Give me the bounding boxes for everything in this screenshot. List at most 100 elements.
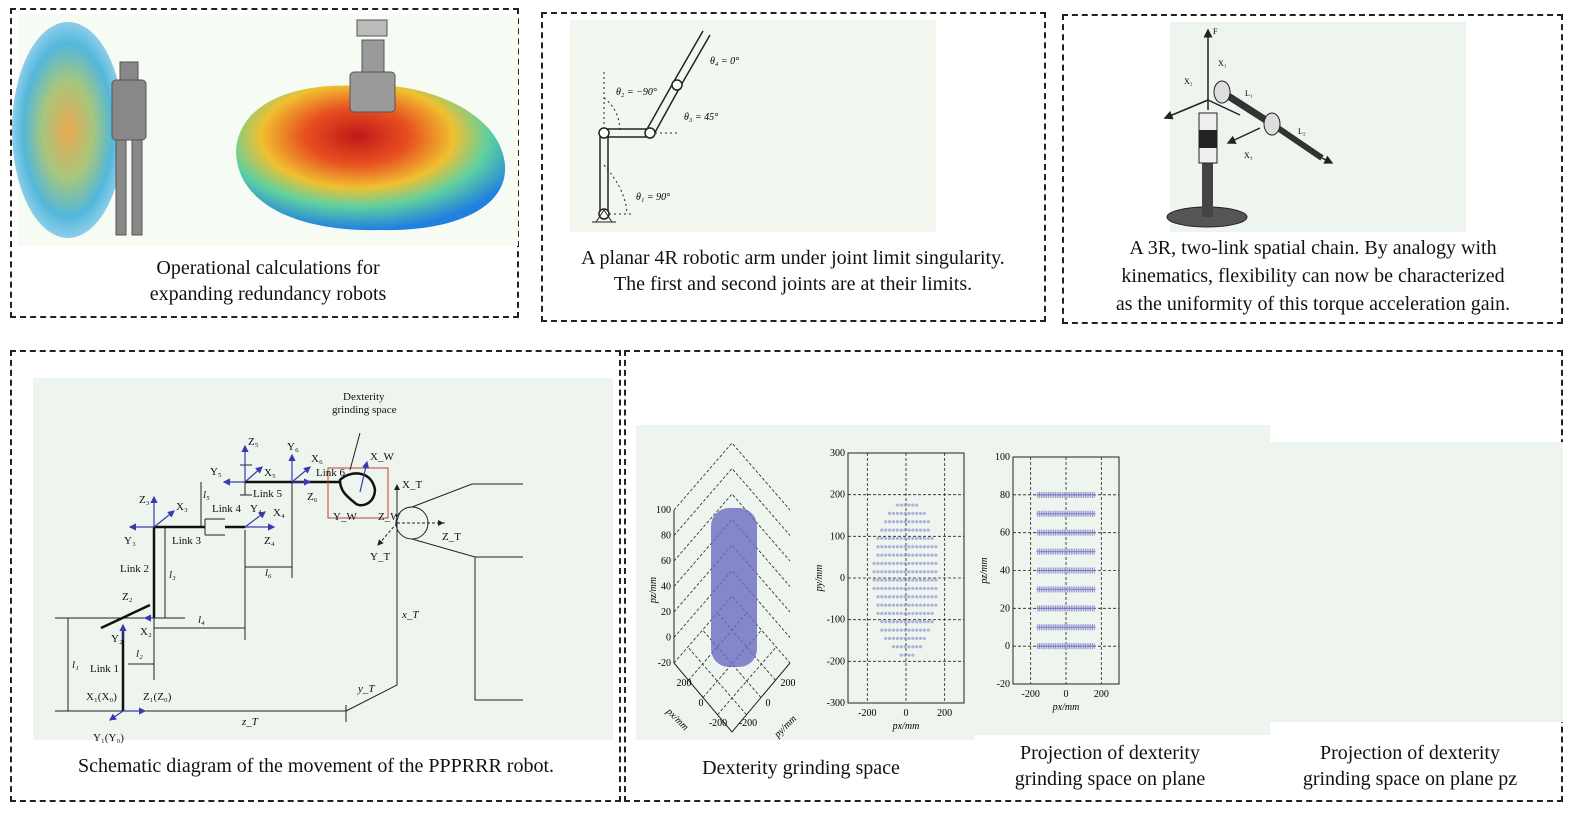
data-point	[880, 545, 884, 549]
data-point	[911, 595, 915, 599]
data-point	[891, 611, 896, 616]
z-tick-label: 40	[661, 582, 671, 593]
data-point	[903, 561, 907, 566]
data-point	[895, 520, 899, 524]
caption-line: Projection of dexterity	[1320, 742, 1500, 764]
data-point	[930, 545, 934, 549]
data-point	[884, 595, 888, 599]
l6-label: l₆	[265, 567, 272, 579]
data-point	[899, 536, 903, 541]
xT-label: x_T	[401, 609, 419, 621]
panel-ppprrr	[10, 350, 621, 802]
floor-axes	[673, 662, 791, 733]
data-point	[934, 586, 938, 591]
data-point	[911, 561, 915, 566]
grinding-space-label: grinding space	[332, 404, 397, 416]
caption-planar-4r: A planar 4R robotic arm under joint limi…	[543, 245, 1043, 297]
data-point	[918, 603, 923, 607]
y-tick-label: 300	[830, 448, 845, 459]
link3-label: Link 3	[172, 535, 202, 547]
data-point	[887, 528, 892, 532]
data-point	[895, 561, 899, 566]
data-point	[922, 545, 926, 549]
data-point	[918, 628, 923, 632]
data-point	[922, 611, 926, 616]
data-point	[926, 553, 930, 557]
data-point	[876, 611, 880, 616]
data-point	[899, 636, 903, 641]
F-label: F	[1213, 27, 1218, 36]
x-tick-label: -200	[1021, 689, 1039, 700]
y-tick-label: 0	[1005, 641, 1010, 652]
data-point	[903, 553, 907, 557]
data-point	[895, 603, 899, 607]
data-point	[903, 520, 907, 524]
robot-icon	[111, 61, 147, 236]
data-point	[876, 561, 880, 566]
data-point	[880, 528, 884, 532]
data-point	[915, 603, 919, 607]
data-point	[915, 578, 919, 582]
y-tick-label: 40	[1000, 566, 1010, 577]
data-point	[907, 636, 911, 641]
data-point	[880, 595, 884, 599]
data-point	[903, 620, 907, 624]
data-point	[918, 595, 923, 599]
data-point	[887, 570, 892, 574]
data-point	[926, 586, 930, 591]
data-point	[880, 628, 884, 632]
YT-label: Y_T	[370, 551, 390, 563]
caption-spatial-3r: A 3R, two-link spatial chain. By analogy…	[1063, 234, 1563, 318]
caption-proj-xy: Projection of dexterity grinding space o…	[960, 740, 1260, 792]
theta4-label: θ₄ = 0°	[710, 56, 739, 67]
y-tick-label: 0	[766, 698, 771, 709]
data-point	[911, 511, 915, 516]
z-tick-label: 80	[661, 531, 671, 542]
data-point	[884, 611, 888, 616]
data-point	[907, 536, 911, 541]
x-tick-label: 200	[1094, 689, 1109, 700]
data-point	[918, 645, 923, 649]
data-point	[884, 520, 888, 524]
data-point	[891, 511, 896, 516]
data-point	[918, 636, 923, 641]
data-point	[891, 620, 896, 624]
grid-line-z	[673, 544, 791, 613]
data-point	[899, 578, 903, 582]
Z4-label: Z₄	[264, 535, 275, 547]
XW-label: X_W	[370, 451, 394, 463]
data-point	[895, 570, 899, 574]
link-1	[599, 133, 609, 214]
data-point	[895, 645, 899, 649]
data-point	[876, 578, 880, 582]
l5-label: l₅	[203, 489, 210, 501]
data-point	[930, 603, 934, 607]
Y3-label: Y₃	[124, 535, 136, 547]
data-point	[915, 528, 919, 532]
x-tick-label: 0	[904, 708, 909, 719]
robot-icon	[349, 19, 396, 113]
data-point	[922, 578, 926, 582]
data-point	[907, 653, 911, 657]
data-point	[922, 520, 926, 524]
X5-label: X₅	[264, 467, 276, 479]
caption-line: grinding space on plane	[1014, 768, 1206, 790]
link-4	[672, 30, 711, 88]
caption-line: expanding redundancy robots	[149, 283, 387, 305]
data-point	[903, 536, 907, 541]
data-point	[918, 620, 923, 624]
data-point	[915, 586, 919, 591]
data-point	[887, 595, 892, 599]
l4-label: l₄	[198, 614, 205, 626]
data-point	[934, 545, 938, 549]
data-point	[930, 553, 934, 557]
data-point	[895, 620, 899, 624]
data-point	[899, 603, 903, 607]
data-point	[880, 603, 884, 607]
caption-line: The first and second joints are at their…	[613, 273, 973, 295]
data-point	[899, 611, 903, 616]
data-point	[1092, 586, 1096, 593]
data-point	[915, 553, 919, 557]
data-point	[911, 528, 915, 532]
data-point	[922, 570, 926, 574]
